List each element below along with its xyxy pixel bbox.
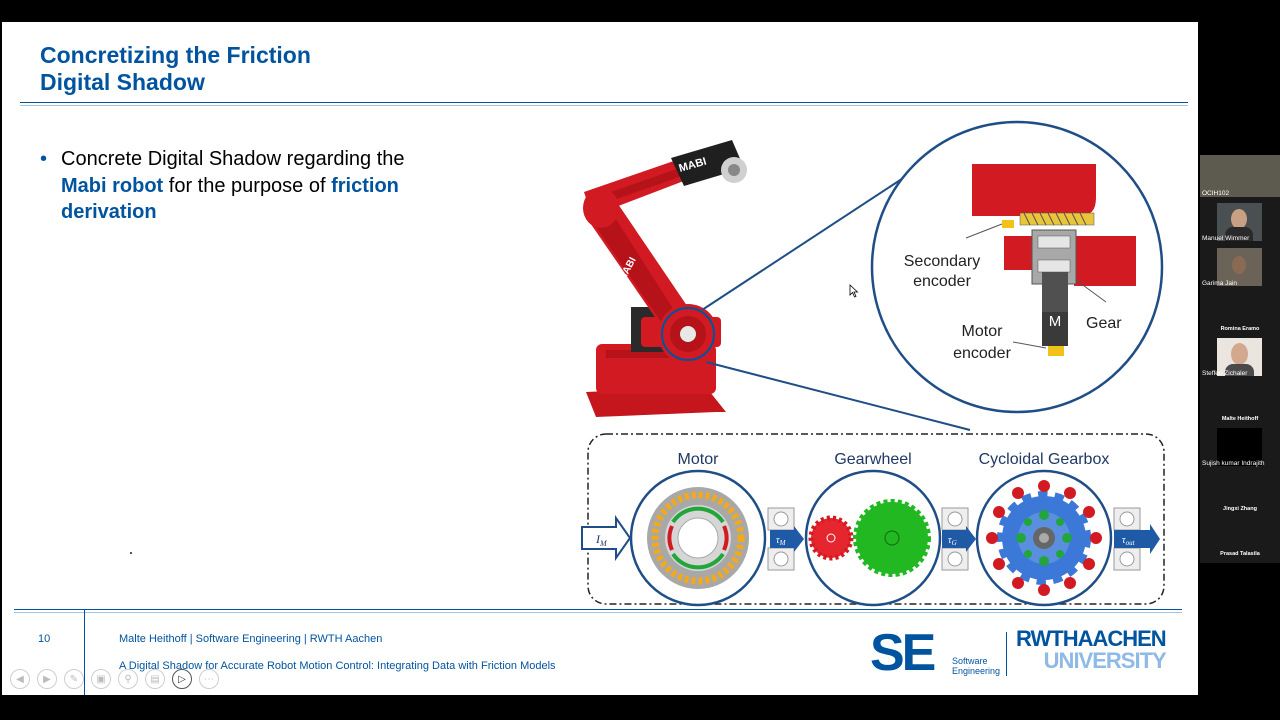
title-divider: [20, 102, 1188, 103]
previous-icon[interactable]: ◀: [10, 669, 30, 689]
se-logo: SE: [870, 624, 936, 682]
next-icon[interactable]: ▶: [37, 669, 57, 689]
slide-title-line1: Concretizing the Friction: [40, 42, 311, 68]
zoom-icon[interactable]: ⚲: [118, 669, 138, 689]
gearwheel-heading: Gearwheel: [834, 451, 911, 468]
secondary-encoder-label-2: encoder: [913, 273, 971, 290]
footer-divider-light: [14, 612, 1182, 613]
cycloidal-gearbox-illustration: [975, 469, 1113, 607]
slide-title-line2: Digital Shadow: [40, 69, 205, 95]
bearing-2: τG: [941, 507, 976, 571]
footer-divider: [14, 609, 1182, 610]
zoom-line-bottom: [705, 361, 971, 431]
footer-vertical-divider: [84, 609, 85, 695]
pen-icon[interactable]: ✎: [64, 669, 84, 689]
more-icon[interactable]: ⋯: [199, 669, 219, 689]
participant-name: Sujish kumar Indrajith: [1202, 460, 1265, 467]
motor-encoder-label-2: encoder: [953, 345, 1011, 362]
camera-icon[interactable]: ▷: [172, 669, 192, 689]
rwth-logo-university: UNIVERSITY: [1043, 648, 1167, 673]
rwth-logo: RWTHAACHEN UNIVERSITY: [1016, 626, 1167, 673]
participant-name: Manuel Wimmer: [1202, 235, 1250, 242]
participant-video: [1217, 338, 1262, 376]
bearing-1: τM: [767, 507, 804, 571]
bullet-marker: •: [40, 148, 48, 170]
participant-tile[interactable]: Garima Jain: [1200, 245, 1280, 289]
participant-video: [1217, 428, 1262, 466]
footer-author: Malte Heithoff | Software Engineering | …: [119, 633, 383, 645]
participant-name: Prasad Talasila: [1220, 551, 1260, 557]
participant-name: Garima Jain: [1202, 280, 1238, 287]
bearing-3: τout: [1113, 507, 1160, 571]
slides-icon[interactable]: ▣: [91, 669, 111, 689]
input-current-arrow: [581, 514, 632, 562]
participant-tile[interactable]: Jingxi Zhang: [1200, 470, 1280, 514]
gear-label: Gear: [1086, 315, 1122, 332]
stray-dot: [130, 552, 132, 554]
title-divider-light: [20, 105, 1188, 106]
bullet-highlight-friction: friction derivation: [61, 174, 399, 224]
slideshow-toolbar: ◀ ▶ ✎ ▣ ⚲ ▤ ▷ ⋯: [10, 669, 219, 691]
participant-name: Romina Eramo: [1220, 326, 1260, 332]
mouse-cursor-icon: [849, 284, 859, 298]
robot-arm-image: MABI MABI: [583, 140, 747, 417]
input-symbol: IM: [595, 532, 608, 548]
participant-name: Malte Heithoff: [1221, 416, 1259, 422]
footer-subtitle: A Digital Shadow for Accurate Robot Moti…: [119, 660, 556, 672]
tau-g-symbol: τG: [948, 535, 957, 547]
bullet-text-pre: Concrete Digital Shadow regarding the: [61, 148, 405, 170]
rwth-logo-top: RWTHAACHEN: [1016, 626, 1167, 651]
tau-out-symbol: τout: [1122, 535, 1136, 547]
participant-tile[interactable]: Prasad Talasila: [1200, 515, 1280, 559]
participant-video: [1217, 203, 1262, 241]
participant-tile[interactable]: Steffen Zichaler: [1200, 335, 1280, 379]
participant-name: Steffen Zichaler: [1202, 370, 1248, 377]
bullet-text: Concrete Digital Shadow regarding the Ma…: [61, 146, 441, 226]
participant-video: [1200, 155, 1280, 197]
motor-illustration: [629, 469, 767, 607]
participant-name: OCIH102: [1202, 190, 1230, 197]
friction-diagram: MABI MABI Secondary encoder Motor: [581, 120, 1165, 607]
motor-encoder-label-1: Motor: [962, 323, 1004, 340]
participants-panel: OCIH102 Manuel Wimmer Garima Jain Romina…: [1200, 155, 1280, 563]
page-number: 10: [38, 633, 51, 645]
participant-tile[interactable]: Manuel Wimmer: [1200, 200, 1280, 244]
participant-video: [1217, 248, 1262, 286]
participant-tile[interactable]: Sujish kumar Indrajith: [1200, 425, 1280, 469]
joint-detail-circle: Secondary encoder Motor encoder Gear M: [870, 120, 1164, 414]
motor-letter: M: [1049, 313, 1062, 330]
participant-tile[interactable]: OCIH102: [1200, 155, 1280, 199]
participant-tile[interactable]: Romina Eramo: [1200, 290, 1280, 334]
logo-divider: [1006, 632, 1007, 676]
subtitles-icon[interactable]: ▤: [145, 669, 165, 689]
gearbox-heading: Cycloidal Gearbox: [979, 451, 1110, 468]
bullet-text-mid: for the purpose of: [163, 174, 332, 197]
gearwheel-illustration: [804, 469, 942, 607]
tau-m-symbol: τM: [776, 535, 787, 547]
motor-heading: Motor: [678, 451, 720, 468]
bullet-highlight-robot: Mabi robot: [61, 174, 164, 197]
participant-name: Jingxi Zhang: [1223, 506, 1257, 512]
presentation-slide: Concretizing the Friction Digital Shadow…: [2, 22, 1198, 695]
slide-title: Concretizing the Friction Digital Shadow: [40, 42, 311, 96]
participant-tile[interactable]: Malte Heithoff: [1200, 380, 1280, 424]
secondary-encoder-label-1: Secondary: [904, 253, 981, 270]
